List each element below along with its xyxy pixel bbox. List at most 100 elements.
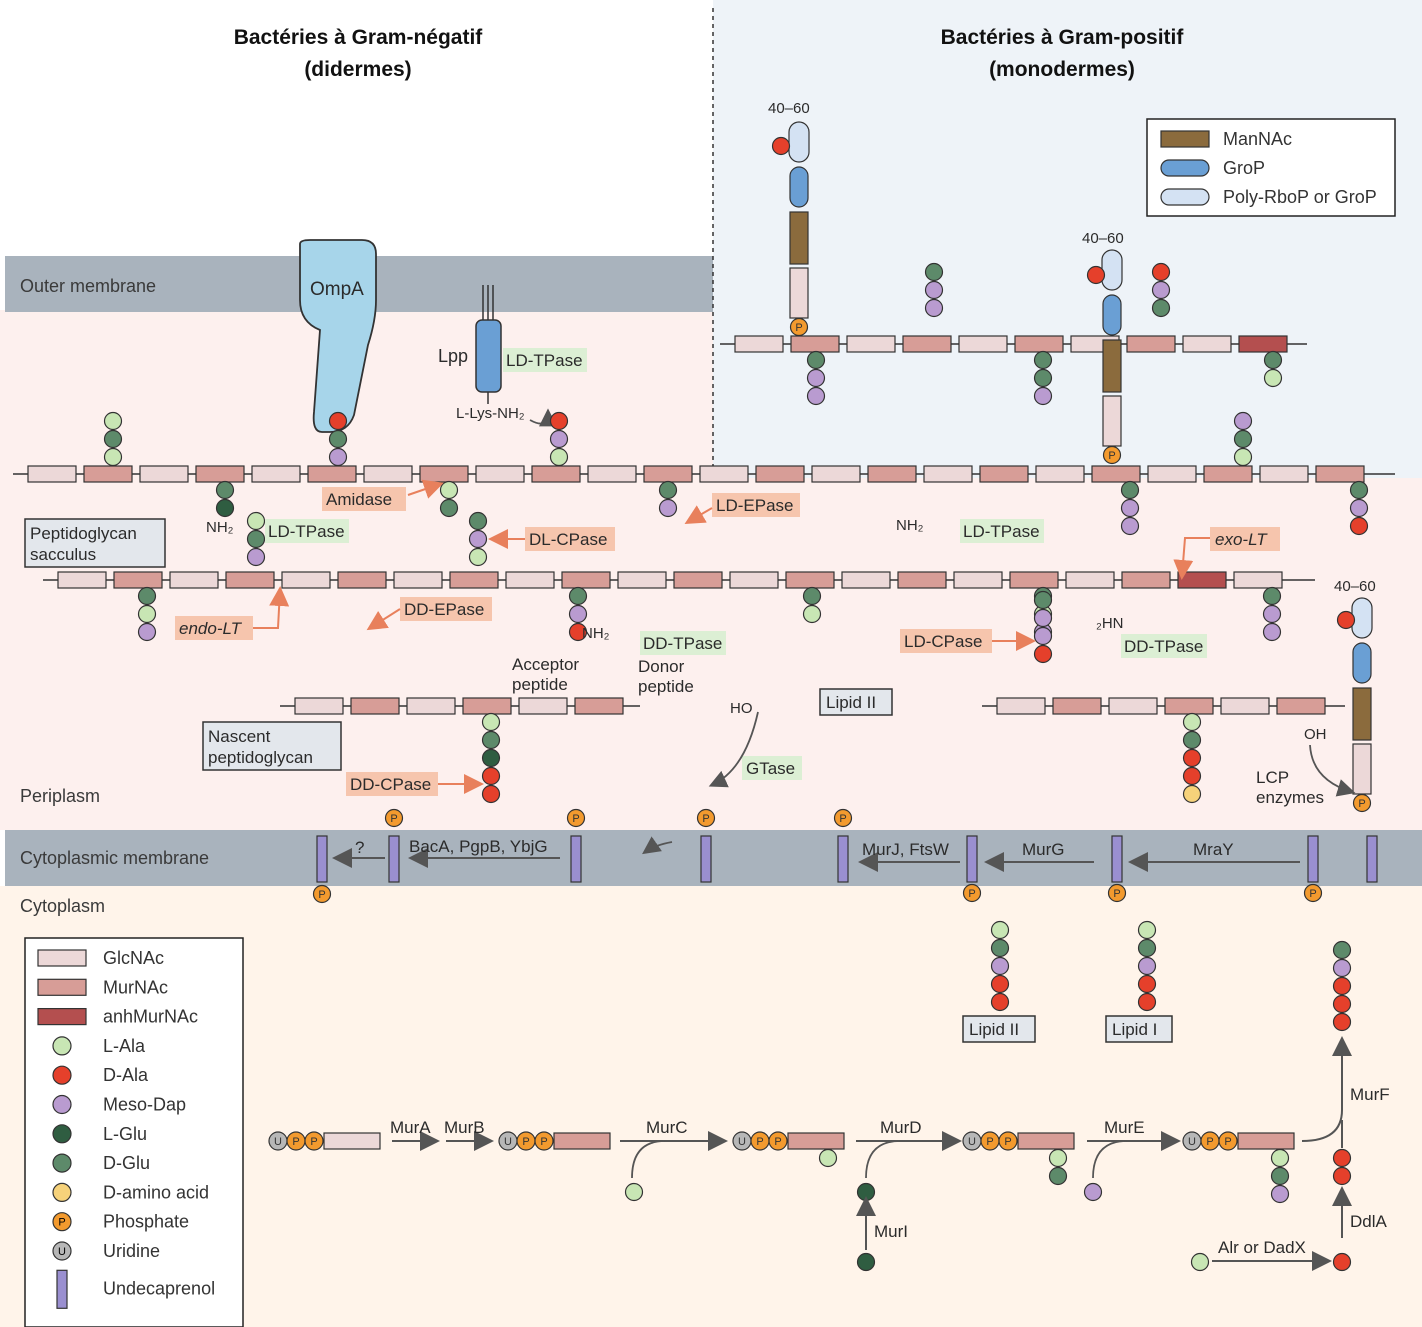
svg-text:DD-CPase: DD-CPase: [350, 775, 431, 794]
lipid-ii-box: Lipid II: [962, 1015, 1036, 1043]
d-glu-residue: [1137, 938, 1157, 958]
legend-swatch: [52, 1094, 72, 1115]
l-ala-residue: [624, 1182, 644, 1202]
legend-label: L-Ala: [103, 1036, 146, 1056]
sugar-unit: [553, 1132, 611, 1150]
legend-swatch: [52, 1241, 72, 1261]
glcnac-unit: [1102, 395, 1122, 447]
d-glu-residue: [568, 586, 588, 606]
glcnac-sugar: [518, 697, 568, 715]
legend-swatch: [37, 1007, 87, 1026]
cytoplasmic-membrane: [5, 830, 1422, 886]
svg-text:Lipid II: Lipid II: [826, 693, 876, 712]
phosphate-mark: P: [795, 322, 802, 334]
legend-swatch: [52, 1065, 72, 1085]
phosphate-group: [768, 1131, 788, 1151]
legend-label: Phosphate: [103, 1212, 189, 1232]
legend-swatch: [1160, 188, 1210, 206]
d-ala-residue: [481, 784, 501, 804]
svg-text:Lipid II: Lipid II: [969, 1020, 1019, 1039]
svg-text:sacculus: sacculus: [30, 545, 96, 564]
glcnac-sugar: [281, 571, 331, 589]
legend-mark: U: [58, 1246, 66, 1258]
glcnac-sugar: [406, 697, 456, 715]
donor-label-2: peptide: [638, 677, 694, 696]
d-glu-residue: [1033, 590, 1053, 610]
meso-dap-residue: [1262, 604, 1282, 624]
phosphate-mark: P: [318, 889, 325, 901]
legend-swatch: [1160, 159, 1210, 177]
glcnac-sugar: [699, 465, 749, 483]
l-glu-residue: [481, 748, 501, 768]
svg-text:LD-TPase: LD-TPase: [963, 522, 1040, 541]
meso-dap-residue: [137, 622, 157, 642]
undecaprenol-carrier: [966, 835, 978, 883]
d-glu-residue: [1048, 1166, 1068, 1186]
ld-epase-arrow: [684, 505, 713, 525]
glcnac-sugar: [996, 697, 1046, 715]
meso-dap-residue: [549, 429, 569, 449]
d-ala-residue: [1151, 262, 1171, 282]
phosphate-group: [833, 808, 853, 828]
d-ala-residue: [549, 411, 569, 431]
glcnac-sugar: [294, 697, 344, 715]
meso-dap-residue: [1033, 626, 1053, 646]
svg-text:Lipid I: Lipid I: [1112, 1020, 1157, 1039]
murg-label: MurG: [1022, 840, 1065, 859]
svg-text:LD-TPase: LD-TPase: [268, 522, 345, 541]
meso-dap-residue: [246, 547, 266, 567]
undecaprenol-carrier: [700, 835, 712, 883]
legend-swatch: [56, 1269, 68, 1309]
lipid-ii-top-box: Lipid II: [819, 688, 893, 716]
glcnac-unit: [1352, 743, 1372, 795]
legend-label: ManNAc: [1223, 129, 1292, 149]
d-ala-residue: [1182, 766, 1202, 786]
poly-rbop-unit: [788, 121, 810, 163]
legend-label: L-Glu: [103, 1124, 147, 1144]
hn2-label: ₂HN: [1096, 615, 1124, 632]
l-glu-residue: [215, 498, 235, 518]
d-glu-residue: [924, 262, 944, 282]
sugar-unit: [1237, 1132, 1295, 1150]
ld-tpase-top-tag: LD-TPase: [503, 348, 587, 372]
sugar-unit: [787, 1132, 845, 1150]
donor-label: Donor: [638, 657, 685, 676]
murnac-sugar: [897, 571, 947, 589]
d-glu-residue: [215, 480, 235, 500]
glcnac-sugar: [251, 465, 301, 483]
glcnac-sugar: [729, 571, 779, 589]
amidase-tag: Amidase: [322, 487, 406, 511]
l-ala-residue: [549, 447, 569, 467]
legend-swatch: [52, 1212, 72, 1232]
ld-cpase-tag: LD-CPase: [900, 629, 992, 653]
glcnac-sugar: [393, 571, 443, 589]
uridine-mark: U: [1188, 1136, 1196, 1148]
legend-label: anhMurNAc: [103, 1007, 198, 1027]
undecaprenol-carrier: [388, 835, 400, 883]
lipid-i-box: Lipid I: [1105, 1015, 1173, 1043]
l-ala-residue: [1270, 1148, 1290, 1168]
murnac-sugar: [1121, 571, 1171, 589]
header-gram-negative: Bactéries à Gram-négatif: [234, 26, 484, 49]
murnac-sugar: [350, 697, 400, 715]
murf-label: MurF: [1350, 1085, 1390, 1104]
poly-rbop-unit: [1101, 249, 1123, 291]
gtase-tag: GTase: [742, 756, 802, 780]
d-glu-residue: [802, 586, 822, 606]
oh-label: OH: [1304, 726, 1327, 743]
d-ala-residue: [990, 992, 1010, 1012]
d-glu-residue: [1349, 480, 1369, 500]
d-ala-residue: [771, 136, 791, 156]
glcnac-sugar: [1065, 571, 1115, 589]
murnac-sugar: [449, 571, 499, 589]
d-ala-residue: [568, 622, 588, 642]
legend-label: GlcNAc: [103, 948, 164, 968]
murd-label: MurD: [880, 1118, 922, 1137]
grop-unit: [1352, 642, 1372, 684]
glcnac-sugar: [1182, 335, 1232, 353]
l-ala-residue: [103, 411, 123, 431]
muri-label: MurI: [874, 1222, 908, 1241]
uridine-mark: U: [968, 1136, 976, 1148]
d-glu-residue: [1120, 480, 1140, 500]
murnac-sugar: [785, 571, 835, 589]
